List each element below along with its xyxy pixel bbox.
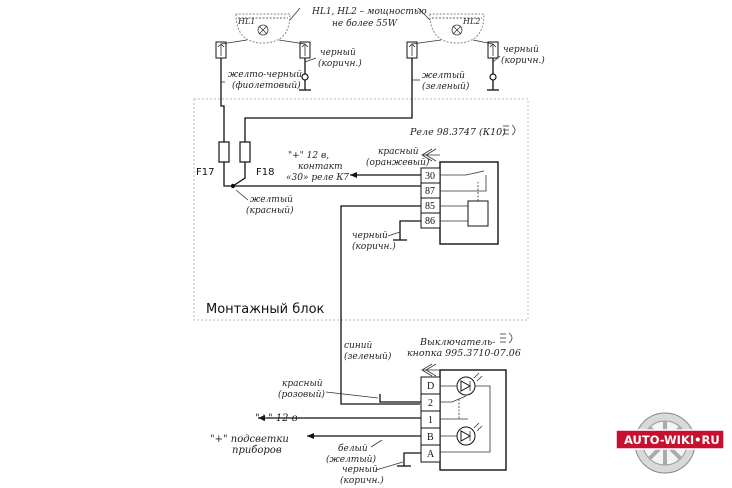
power-note-line-1: HL1, HL2 – мощностью [311,7,427,17]
wire-label-switch-ground-alt: (коричн.) [340,475,384,486]
fog-light-icon [503,124,516,136]
connector-icon [487,41,499,59]
hl1-label: HL1 [237,17,255,26]
relay-name: Реле 98.3747 (К10) [409,127,506,138]
wire-label-right-ground-alt: (коричн.) [501,55,545,66]
lamp-icon [257,24,269,36]
wire-label-relay-red-alt: (оранжевый) [366,157,430,168]
ground-icon [487,73,499,91]
wire-label-fuse-out-alt: (красный) [246,205,294,216]
wire-label-fuse-out: желтый [250,195,293,205]
wire-label-white-alt: (желтый) [326,454,376,465]
relay-pin-86: 86 [425,216,435,227]
wire-label-relay-ground: черный [352,231,388,241]
fuse-f17 [218,141,230,163]
switch-pin-1: 1 [428,415,433,426]
fuse-f17-label: F17 [196,167,214,178]
wire-label-switch-red: красный [282,379,323,389]
fog-light-icon [500,332,513,344]
connector-icon [215,41,227,59]
mounting-block-frame [193,98,529,321]
lamp-hl2: HL2 [429,13,485,44]
switch-pin-2: 2 [428,398,433,409]
wire-label-right-lamp: желтый [422,71,465,81]
wire-label-blue-alt: (зеленый) [344,351,392,362]
wire-label-left-lamp-alt: (фиолетовый) [232,80,301,91]
connector-icon [406,41,418,59]
power-note-line-2: не более 55W [332,18,398,29]
switch-backlight-line-1: "+" подсветки [210,434,289,445]
fuse-f18-label: F18 [256,167,274,178]
ground-icon [299,73,311,91]
lamp-icon [451,24,463,36]
relay-pin-30: 30 [425,171,435,182]
connector-icon [421,363,440,377]
switch-pin-d: D [427,381,434,392]
hl2-label: HL2 [462,17,480,26]
auto-wiki-watermark: AUTO-WIKI•RU [615,412,725,474]
relay-note-line-2: контакт [298,162,343,172]
wire-label-relay-ground-alt: (коричн.) [352,241,396,252]
wire-label-left-ground: черный [320,48,356,58]
switch-name-line-2: кнопка 995.3710-07.06 [407,348,521,359]
wire-label-right-lamp-alt: (зеленый) [422,81,470,92]
relay-pin-85: 85 [425,201,435,212]
relay-pin-87: 87 [425,186,435,197]
relay-note-line-1: "+" 12 в, [288,151,329,161]
switch-pin-a: A [427,449,435,460]
relay-pin-column: 30 87 85 86 [420,167,441,229]
fuse-f18 [239,141,251,163]
relay-coil-icon [467,200,489,227]
wire-label-right-ground: черный [503,45,539,55]
switch-plus12-label: "+" 12 в [255,413,298,424]
wire-label-left-ground-alt: (коричн.) [318,58,362,69]
wire-label-switch-ground: черный [342,465,378,475]
lamp-hl1: HL1 [235,13,291,44]
switch-backlight-line-2: приборов [232,445,282,456]
wire-label-blue: синий [344,341,373,351]
relay-note-line-3: «30» реле К7 [286,173,349,183]
watermark-text: AUTO-WIKI•RU [624,433,720,447]
mounting-block-label: Монтажный блок [206,302,325,317]
wire-label-switch-red-alt: (розовый) [278,389,325,400]
wire-label-white: белый [338,443,368,454]
connector-icon [421,148,440,162]
switch-pin-b: B [427,432,434,443]
switch-name-line-1: Выключатель- [419,337,495,348]
switch-pin-column: D 2 1 B A [420,376,441,463]
wire-label-left-lamp: желто-черный [228,70,302,80]
connector-icon [299,41,311,59]
wire-label-relay-red: красный [378,147,419,157]
